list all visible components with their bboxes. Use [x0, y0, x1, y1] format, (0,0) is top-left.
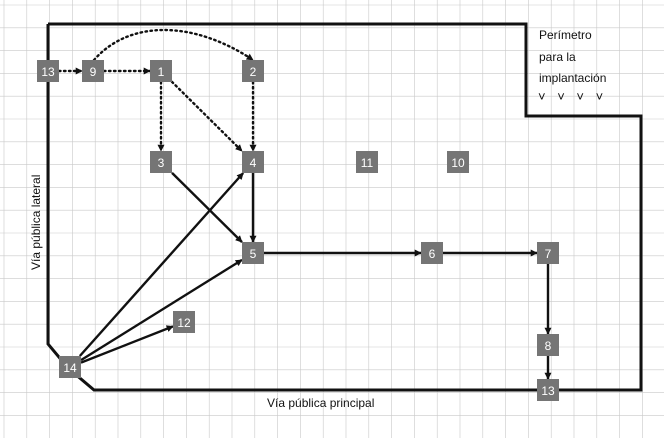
edge-n14-to-n4 — [78, 172, 245, 357]
lateral-road-label: Vía pública lateral — [29, 175, 43, 270]
node-box — [447, 151, 469, 173]
node-box — [242, 242, 264, 264]
node-label: 2 — [250, 65, 257, 79]
node-box — [150, 151, 172, 173]
node-label: 13 — [541, 384, 555, 398]
edge-n14-to-n5 — [80, 258, 243, 362]
node-box — [537, 334, 559, 356]
edge-n3-to-n5 — [171, 172, 243, 243]
node-box — [173, 311, 195, 333]
node-box — [421, 242, 443, 264]
node-label: 13 — [41, 65, 55, 79]
node-label: 3 — [158, 156, 165, 170]
node-14: 14 — [59, 356, 81, 378]
node-13: 13 — [37, 60, 59, 82]
node-label: 5 — [250, 247, 257, 261]
node-box — [356, 151, 378, 173]
node-box — [537, 379, 559, 401]
node-label: 4 — [250, 156, 257, 170]
perimeter-arrows: ˅ ˅ ˅ ˅ — [538, 89, 607, 104]
node-2: 2 — [242, 60, 264, 82]
main-road-label: Vía pública principal — [267, 396, 374, 410]
node-label: 7 — [545, 247, 552, 261]
node-box — [82, 60, 104, 82]
node-5: 5 — [242, 242, 264, 264]
node-box — [37, 60, 59, 82]
node-13: 13 — [537, 379, 559, 401]
node-8: 8 — [537, 334, 559, 356]
node-label: 9 — [90, 65, 97, 79]
edge-n14-to-n12 — [80, 325, 174, 364]
perimeter-label-line-1: Perímetro — [539, 28, 592, 42]
node-1: 1 — [150, 60, 172, 82]
node-12: 12 — [173, 311, 195, 333]
node-label: 8 — [545, 339, 552, 353]
node-4: 4 — [242, 151, 264, 173]
perimeter-label: Perímetro para la implantación ˅ ˅ ˅ ˅ — [538, 28, 607, 104]
node-9: 9 — [82, 60, 104, 82]
node-6: 6 — [421, 242, 443, 264]
node-7: 7 — [537, 242, 559, 264]
node-label: 11 — [361, 156, 374, 170]
node-label: 14 — [63, 361, 77, 375]
perimeter-label-line-3: implantación — [539, 71, 606, 85]
node-box — [242, 60, 264, 82]
node-10: 10 — [447, 151, 469, 173]
node-3: 3 — [150, 151, 172, 173]
node-label: 6 — [429, 247, 436, 261]
node-11: 11 — [356, 151, 378, 173]
site-perimeter — [46, 22, 643, 392]
node-box — [242, 151, 264, 173]
node-label: 1 — [158, 65, 165, 79]
node-label: 10 — [451, 156, 465, 170]
edge-n9-to-n2 — [92, 28, 255, 62]
perimeter-label-line-2: para la — [539, 50, 576, 64]
node-label: 12 — [177, 316, 191, 330]
node-box — [150, 60, 172, 82]
edge-layer — [57, 28, 552, 380]
edge-n1-to-n4 — [170, 80, 244, 153]
node-box — [537, 242, 559, 264]
node-box — [59, 356, 81, 378]
